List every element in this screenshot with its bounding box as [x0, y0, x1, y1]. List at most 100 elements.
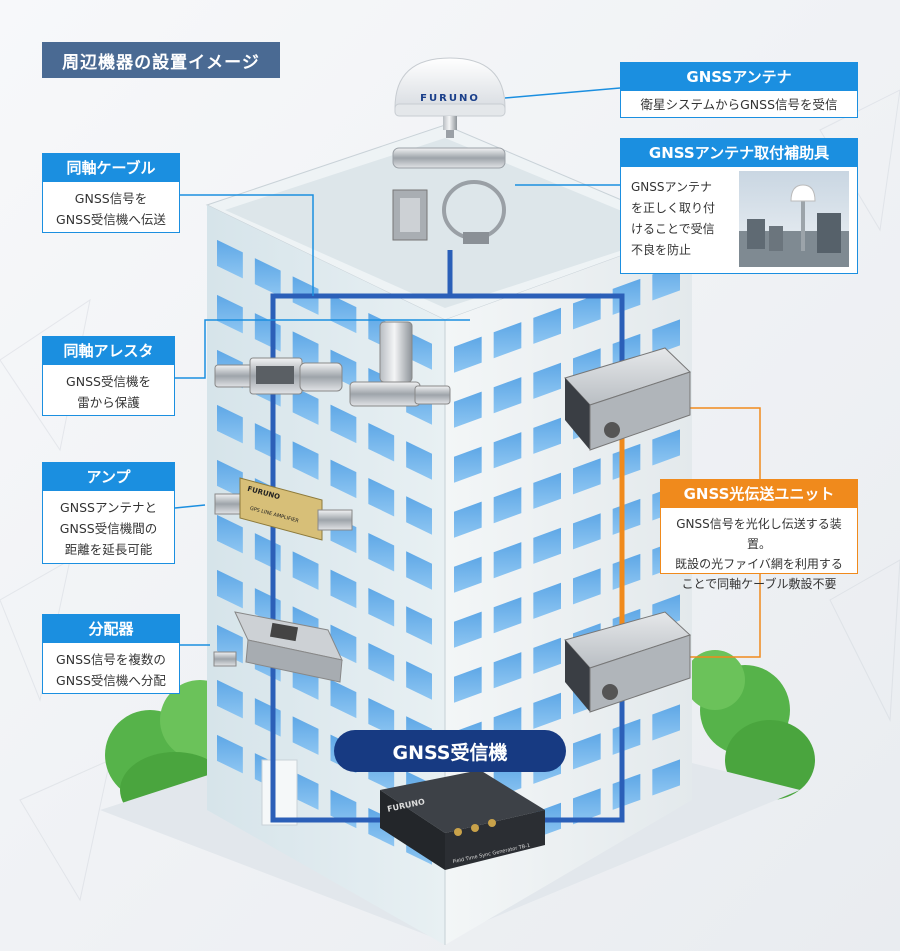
coax-arrester-line-2: 雷から保護	[77, 395, 140, 410]
optical-unit-bottom-device	[564, 611, 691, 713]
window	[217, 294, 243, 334]
coax-cable-title: 同軸ケーブル	[43, 154, 179, 182]
optical-unit-title: GNSS光伝送ユニット	[661, 480, 857, 508]
window	[368, 422, 395, 462]
window	[454, 556, 482, 593]
window	[330, 569, 357, 609]
window	[217, 514, 243, 554]
optical-unit-line-2: 既設の光ファイバ網を利用する	[675, 557, 843, 571]
window	[406, 606, 432, 645]
window	[652, 704, 680, 741]
window	[368, 532, 395, 572]
coax-arrester-2-device	[349, 321, 451, 407]
window	[454, 501, 482, 538]
optical-unit-callout: GNSS光伝送ユニット GNSS信号を光化し伝送する装置。 既設の光ファイバ網を…	[660, 479, 858, 591]
optical-unit-top-device	[564, 347, 691, 451]
window	[493, 652, 522, 689]
window	[217, 734, 243, 774]
splitter-line-2: GNSS受信機へ分配	[56, 673, 166, 688]
antenna-mount-line-1: GNSSアンテナ	[631, 180, 713, 194]
gnss-receiver-device	[380, 770, 545, 870]
gnss-antenna-device	[394, 57, 506, 138]
window	[330, 459, 357, 499]
splitter-callout: 分配器 GNSS信号を複数の GNSS受信機へ分配	[42, 614, 180, 694]
window	[533, 527, 561, 564]
leader-lines	[174, 87, 621, 646]
splitter-line-1: GNSS信号を複数の	[56, 652, 166, 667]
window	[533, 692, 561, 729]
window	[493, 377, 522, 414]
coax-cable-line-1: GNSS信号を	[74, 191, 148, 206]
window	[368, 587, 395, 627]
window	[533, 637, 561, 674]
window	[368, 477, 395, 517]
window	[493, 322, 522, 359]
window	[330, 404, 357, 444]
window	[652, 319, 680, 356]
window	[406, 331, 432, 370]
window	[217, 459, 243, 499]
page-title: 周辺機器の設置イメージ	[42, 42, 280, 78]
window	[368, 642, 395, 682]
gnss-antenna-title: GNSSアンテナ	[621, 63, 857, 91]
antenna-installation-photo	[739, 171, 849, 267]
window	[652, 429, 680, 466]
amplifier-line-3: 距離を延長可能	[64, 542, 153, 557]
window	[533, 472, 561, 509]
window	[292, 771, 319, 810]
window	[454, 336, 482, 373]
gnss-receiver-label: GNSS受信機	[334, 730, 566, 772]
antenna-mount-line-4: 不良を防止	[631, 243, 692, 257]
window	[493, 597, 522, 634]
window	[217, 239, 243, 279]
bushes-right	[685, 650, 815, 800]
window	[493, 432, 522, 469]
window	[533, 417, 561, 454]
window	[292, 441, 319, 480]
antenna-brand-label: FURUNO	[420, 93, 480, 104]
window	[406, 496, 432, 535]
window	[573, 458, 601, 495]
antenna-mount-parts	[392, 147, 506, 244]
window	[454, 666, 482, 703]
window	[454, 446, 482, 483]
window	[368, 697, 395, 737]
amplifier-callout: アンプ GNSSアンテナと GNSS受信機間の 距離を延長可能	[42, 462, 175, 564]
window	[573, 568, 601, 605]
amplifier-line-1: GNSSアンテナと	[60, 500, 157, 515]
window	[406, 551, 432, 590]
window	[292, 551, 319, 590]
optical-unit-line-1: GNSS信号を光化し伝送する装置。	[676, 517, 842, 551]
window	[573, 293, 601, 330]
window	[217, 404, 243, 444]
coax-cable-callout: 同軸ケーブル GNSS信号を GNSS受信機へ伝送	[42, 153, 180, 233]
coax-arrester-title: 同軸アレスタ	[43, 337, 174, 365]
window	[254, 258, 281, 297]
window	[493, 487, 522, 524]
window	[330, 294, 357, 334]
window	[217, 679, 243, 719]
window	[292, 716, 319, 755]
antenna-mount-line-3: けることで受信	[631, 222, 715, 236]
coax-arrester-callout: 同軸アレスタ GNSS受信機を 雷から保護	[42, 336, 175, 416]
gnss-antenna-desc: 衛星システムからGNSS信号を受信	[640, 97, 838, 112]
antenna-mount-line-2: を正しく取り付	[631, 201, 716, 215]
splitter-title: 分配器	[43, 615, 179, 643]
window	[406, 441, 432, 480]
window	[533, 307, 561, 344]
leader-lines-orange	[660, 407, 761, 658]
window	[533, 362, 561, 399]
window	[292, 386, 319, 425]
window	[406, 661, 432, 700]
coax-arrester-1-device	[214, 357, 343, 395]
coax-cable-line-2: GNSS受信機へ伝送	[56, 212, 166, 227]
window	[454, 391, 482, 428]
amplifier-title: アンプ	[43, 463, 174, 491]
gnss-antenna-callout: GNSSアンテナ 衛星システムからGNSS信号を受信	[620, 62, 858, 118]
coax-arrester-line-1: GNSS受信機を	[66, 374, 151, 389]
window	[533, 582, 561, 619]
splitter-device	[213, 611, 343, 683]
antenna-mount-callout: GNSSアンテナ取付補助具 GNSSアンテナ を正しく取り付 けることで受信 不…	[620, 138, 858, 274]
window	[652, 759, 680, 796]
